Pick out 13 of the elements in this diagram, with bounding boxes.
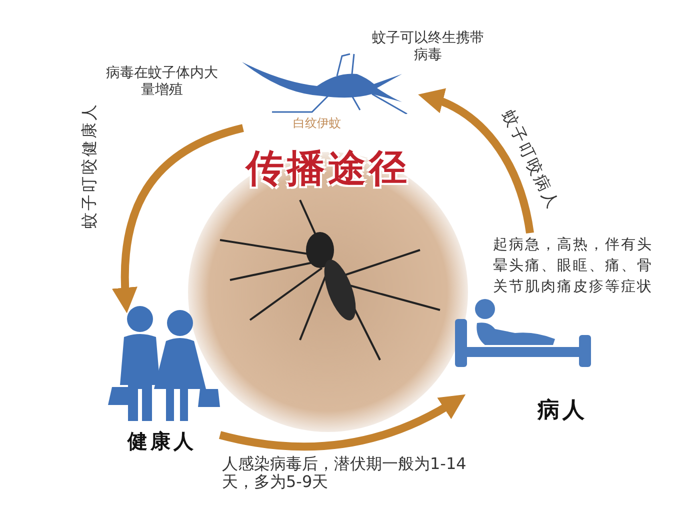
edge-label: 人感染病毒后，潜伏期一般为1-14天，多为5-9天 [222, 455, 468, 492]
curved-arrow [219, 394, 466, 451]
note-text: 病毒在蚊子体内大量增殖 [105, 65, 219, 99]
note-text: 蚊子可以终生携带病毒 [371, 30, 485, 64]
group-label: 健康人 [126, 428, 198, 455]
edge-label: 蚊子叮咬健康人 [79, 102, 99, 231]
edge-label: 蚊子叮咬病人 [498, 106, 564, 214]
species-caption: 白纹伊蚊 [293, 116, 341, 130]
group-label: 病人 [536, 397, 588, 425]
symptom-text: 起病急，高热，伴有头晕头痛、眼眶、痛、骨关节肌肉痛皮疹等症状 [493, 236, 654, 298]
title: 传播途径 [246, 146, 410, 190]
curved-arrow [112, 124, 244, 314]
curved-arrow [418, 89, 534, 234]
